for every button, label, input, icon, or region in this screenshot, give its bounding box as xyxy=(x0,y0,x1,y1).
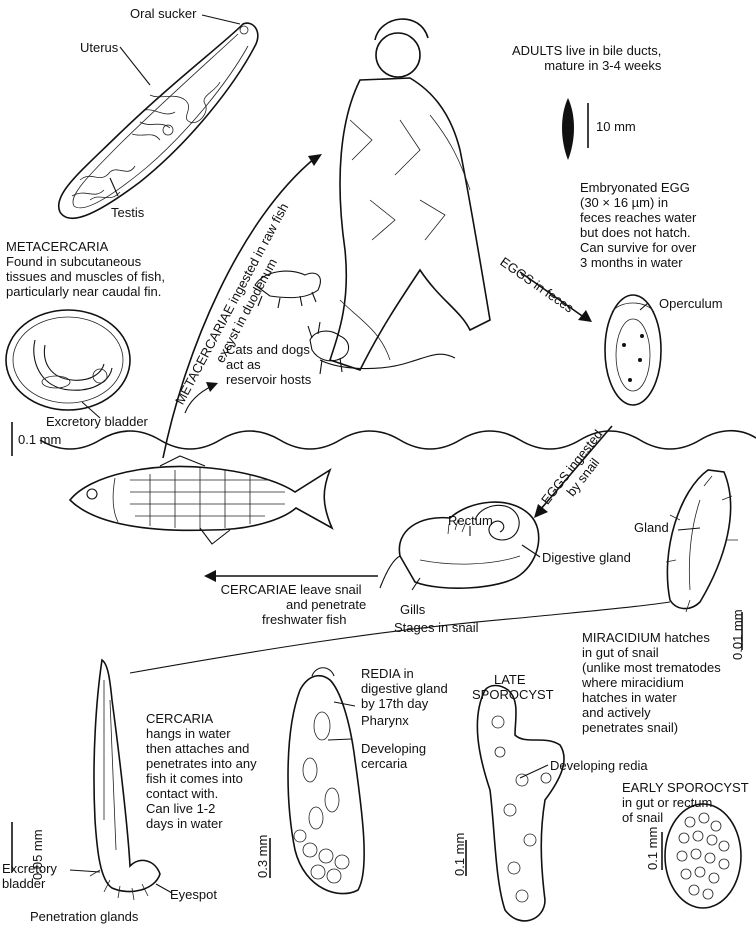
label-gills: Gills xyxy=(400,602,425,617)
label-cercaria: CERCARIA hangs in water then attaches an… xyxy=(146,711,257,831)
egg-drawing xyxy=(605,295,661,405)
developing-cercaria-pointer xyxy=(328,739,352,740)
label-meta-scale: 0.1 mm xyxy=(18,432,61,447)
label-oral-sucker: Oral sucker xyxy=(130,6,196,21)
label-cercariae-leave: CERCARIAE leave snail and penetrate fres… xyxy=(216,582,366,627)
miracidium-drawing xyxy=(666,470,738,612)
eggs-ingested-arrowhead xyxy=(534,504,548,518)
developing-redia-pointer xyxy=(520,765,548,778)
late-sporocyst-drawing xyxy=(477,686,564,921)
label-penetration-glands: Penetration glands xyxy=(30,909,138,924)
label-stages-in-snail: Stages in snail xyxy=(394,620,479,635)
label-operculum: Operculum xyxy=(659,296,723,311)
label-uterus: Uterus xyxy=(80,40,118,55)
label-late-sporocyst: LATE SPOROCYST xyxy=(472,672,554,702)
label-pharynx: Pharynx xyxy=(361,713,409,728)
label-redia-scale: 0.3 mm xyxy=(255,835,270,878)
label-adult-scale: 10 mm xyxy=(596,119,636,134)
label-eyespot: Eyespot xyxy=(170,887,217,902)
label-testis: Testis xyxy=(111,205,144,220)
label-redia: REDIA in digestive gland by 17th day xyxy=(361,666,448,711)
label-developing-redia: Developing redia xyxy=(550,758,648,773)
label-late-scale: 0.1 mm xyxy=(452,833,467,876)
label-excretory-bladder-meta: Excretory bladder xyxy=(46,414,148,429)
water-surface-line xyxy=(40,431,756,449)
metacercaria-cyst-drawing xyxy=(6,310,130,410)
uterus-pointer xyxy=(120,47,150,85)
label-adults: ADULTS live in bile ducts,mature in 3-4 … xyxy=(512,43,661,73)
label-miracidium-scale: 0.01 mm xyxy=(730,609,745,660)
label-developing-cercaria: Developing cercaria xyxy=(361,741,426,771)
woman-figure-drawing xyxy=(320,19,490,370)
testis-pointer xyxy=(110,178,118,196)
label-digestive-gland: Digestive gland xyxy=(542,550,631,565)
label-gland: Gland xyxy=(634,520,669,535)
fish-drawing xyxy=(70,456,332,544)
label-early-scale: 0.1 mm xyxy=(645,827,660,870)
cercariae-leave-arrowhead xyxy=(204,570,216,582)
label-excretory-bladder-cerc: Excretory bladder xyxy=(2,861,57,891)
label-miracidium: MIRACIDIUM hatches in gut of snail (unli… xyxy=(582,630,721,735)
cat-drawing xyxy=(308,322,349,374)
label-reservoir-hosts: Cats and dogs act as reservoir hosts xyxy=(226,342,311,387)
excretory-bladder-cercaria-pointer xyxy=(70,870,100,872)
label-early-sporocyst: EARLY SPOROCYST in gut or rectum of snai… xyxy=(622,780,749,825)
label-metacercaria: METACERCARIA Found in subcutaneous tissu… xyxy=(6,239,165,299)
redia-drawing xyxy=(288,668,364,894)
label-rectum: Rectum xyxy=(448,513,493,528)
pharynx-pointer xyxy=(334,702,355,706)
adult-silhouette xyxy=(562,98,574,160)
eggs-in-feces-arrowhead xyxy=(578,310,592,322)
ingested-fish-arrowhead xyxy=(308,154,322,166)
label-embryonated-egg: Embryonated EGG (30 × 16 µm) in feces re… xyxy=(580,180,696,270)
oral-sucker-pointer xyxy=(202,15,240,24)
gland-pointer xyxy=(678,528,700,530)
